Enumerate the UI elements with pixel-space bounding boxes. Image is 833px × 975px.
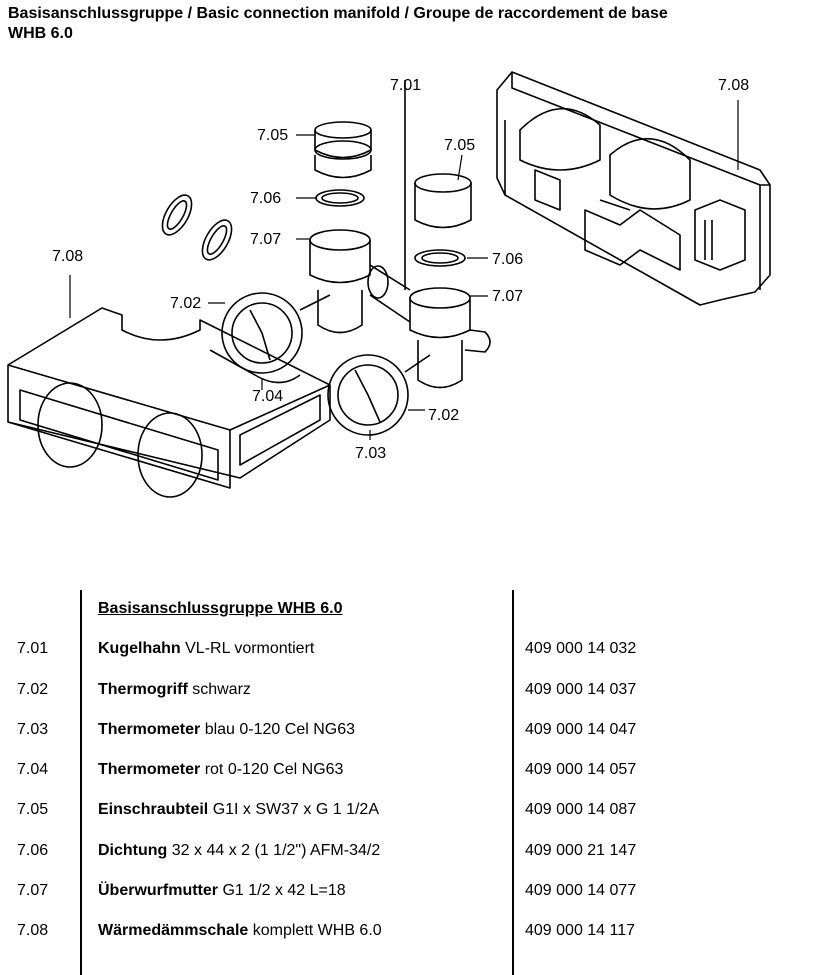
callout-7-06-right: 7.06	[492, 251, 523, 268]
part-spec: 32 x 44 x 2 (1 1/2") AFM-34/2	[167, 841, 381, 859]
table-row: 7.06 Dichtung 32 x 44 x 2 (1 1/2") AFM-34…	[0, 832, 833, 872]
gasket-7-06-top	[315, 189, 365, 207]
gaskets-loose	[161, 194, 233, 261]
callout-7-01: 7.01	[390, 77, 421, 94]
part-position: 7.08	[17, 922, 49, 940]
part-position: 7.02	[17, 680, 49, 698]
table-divider-right	[512, 590, 514, 975]
callout-7-02-right: 7.02	[428, 407, 459, 424]
part-name: Dichtung	[98, 841, 168, 859]
parts-table-heading-row: Basisanschlussgruppe WHB 6.0	[0, 590, 833, 630]
part-article-number: 409 000 14 117	[525, 922, 636, 940]
part-name: Einschraubteil	[98, 801, 209, 819]
part-spec: G1I x SW37 x G 1 1/2A	[208, 801, 379, 819]
callout-7-08-left: 7.08	[52, 248, 83, 265]
part-spec: G1 1/2 x 42 L=18	[218, 882, 346, 900]
callout-7-05-right: 7.05	[444, 137, 475, 154]
callout-7-03: 7.03	[355, 445, 386, 462]
part-description: Thermogriff schwarz	[98, 681, 251, 699]
part-spec: rot 0-120 Cel NG63	[200, 761, 344, 779]
gasket-7-06-right	[414, 249, 466, 267]
exploded-diagram: 7.01 7.08 7.05 7.05 7.06 7.07 7.06 7.07 …	[0, 60, 833, 580]
union-nut-7-07-left	[309, 229, 371, 334]
callout-7-04: 7.04	[252, 388, 283, 405]
part-article-number: 409 000 14 057	[525, 761, 637, 779]
part-name: Thermometer	[98, 720, 201, 738]
part-name: Thermogriff	[98, 680, 188, 698]
nut-7-05-right	[414, 173, 472, 229]
title-line-2: WHB 6.0	[8, 25, 73, 42]
part-position: 7.03	[17, 720, 49, 738]
part-name: Kugelhahn	[98, 640, 181, 658]
thermometer-7-03	[327, 354, 431, 436]
part-spec: komplett WHB 6.0	[248, 922, 382, 940]
union-nut-7-07-right	[409, 287, 491, 389]
ball-valve-bridge	[367, 80, 411, 323]
parts-table-heading: Basisanschlussgruppe WHB 6.0	[98, 600, 343, 617]
part-description: Dichtung 32 x 44 x 2 (1 1/2") AFM-34/2	[98, 842, 380, 860]
table-row: 7.03 Thermometer blau 0-120 Cel NG63 409 0…	[0, 711, 833, 751]
part-position: 7.01	[17, 640, 49, 658]
part-description: Wärmedämmschale komplett WHB 6.0	[98, 922, 382, 940]
callout-7-08-right: 7.08	[718, 77, 749, 94]
part-position: 7.06	[17, 841, 49, 859]
part-description: Thermometer blau 0-120 Cel NG63	[98, 721, 355, 739]
callout-7-07-left: 7.07	[250, 231, 281, 248]
part-description: Thermometer rot 0-120 Cel NG63	[98, 761, 343, 779]
part-article-number: 409 000 21 147	[525, 841, 637, 859]
part-spec: schwarz	[187, 680, 251, 698]
part-name: Überwurfmutter	[98, 882, 219, 900]
nut-7-05-top	[314, 121, 372, 179]
callout-7-05-top: 7.05	[257, 127, 288, 144]
part-article-number: 409 000 14 047	[525, 720, 637, 738]
part-description: Einschraubteil G1I x SW37 x G 1 1/2A	[98, 801, 379, 819]
table-row: 7.08 Wärmedämmschale komplett WHB 6.0 409 …	[0, 912, 833, 952]
part-name: Thermometer	[98, 761, 201, 779]
page-title: Basisanschlussgruppe / Basic connection …	[8, 4, 668, 44]
table-row: 7.07 Überwurfmutter G1 1/2 x 42 L=18 409 0…	[0, 872, 833, 912]
insulation-shell-left	[7, 307, 331, 498]
insulation-shell-right	[496, 71, 771, 306]
table-row: 7.01 Kugelhahn VL-RL vormontiert 409 000 1…	[0, 630, 833, 670]
title-line-1: Basisanschlussgruppe / Basic connection …	[8, 5, 668, 22]
part-spec: VL-RL vormontiert	[180, 640, 315, 658]
callout-7-02-left: 7.02	[170, 295, 201, 312]
part-article-number: 409 000 14 087	[525, 801, 637, 819]
table-row: 7.04 Thermometer rot 0-120 Cel NG63 409 00…	[0, 751, 833, 791]
callout-7-07-right: 7.07	[492, 288, 523, 305]
table-row: 7.02 Thermogriff schwarz 409 000 14 037	[0, 671, 833, 711]
table-row: 7.05 Einschraubteil G1I x SW37 x G 1 1/2A…	[0, 791, 833, 831]
part-description: Kugelhahn VL-RL vormontiert	[98, 640, 314, 658]
part-article-number: 409 000 14 037	[525, 680, 637, 698]
parts-table: Basisanschlussgruppe WHB 6.0 7.01 Kugelha…	[0, 590, 833, 953]
part-description: Überwurfmutter G1 1/2 x 42 L=18	[98, 882, 346, 900]
part-position: 7.05	[17, 801, 49, 819]
callout-7-06-left: 7.06	[250, 190, 281, 207]
part-spec: blau 0-120 Cel NG63	[200, 720, 356, 738]
part-article-number: 409 000 14 077	[525, 882, 637, 900]
part-name: Wärmedämmschale	[98, 922, 249, 940]
part-article-number: 409 000 14 032	[525, 640, 637, 658]
part-position: 7.04	[17, 761, 49, 779]
part-position: 7.07	[17, 882, 49, 900]
thermometer-7-04	[221, 292, 331, 374]
leader-lines	[69, 100, 739, 440]
table-divider-left	[80, 590, 82, 975]
